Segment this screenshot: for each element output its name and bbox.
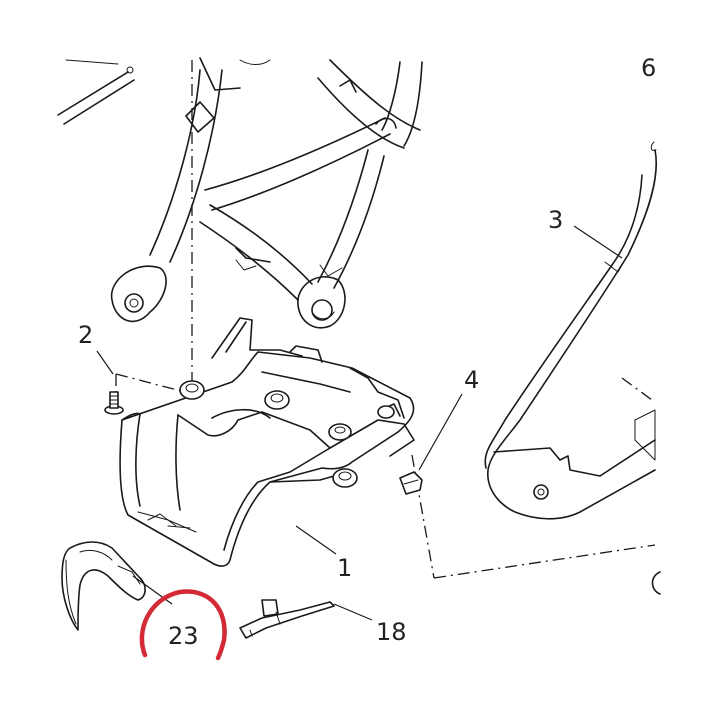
grommet — [332, 468, 358, 488]
callout-4[interactable]: 4 — [464, 366, 479, 394]
assembly-lines — [115, 60, 656, 579]
callout-1[interactable]: 1 — [337, 554, 352, 582]
grommet — [179, 380, 205, 400]
part-23-guard — [61, 541, 146, 631]
part-2-screw — [104, 391, 124, 415]
grommet — [264, 390, 290, 410]
callout-6[interactable]: 6 — [641, 54, 656, 82]
part-1-tray — [119, 317, 415, 567]
callout-18[interactable]: 18 — [376, 618, 407, 646]
part-4-clip — [399, 471, 423, 495]
grommet — [377, 405, 395, 419]
grommet — [328, 423, 352, 441]
frame-structure — [57, 57, 423, 329]
leader-lines — [96, 225, 623, 621]
callout-3[interactable]: 3 — [548, 206, 563, 234]
highlight-ring — [139, 589, 227, 661]
part-18-cable-tie — [239, 599, 335, 639]
callout-23[interactable]: 23 — [168, 622, 199, 650]
part-3-cover — [484, 141, 661, 595]
callout-2[interactable]: 2 — [78, 321, 93, 349]
